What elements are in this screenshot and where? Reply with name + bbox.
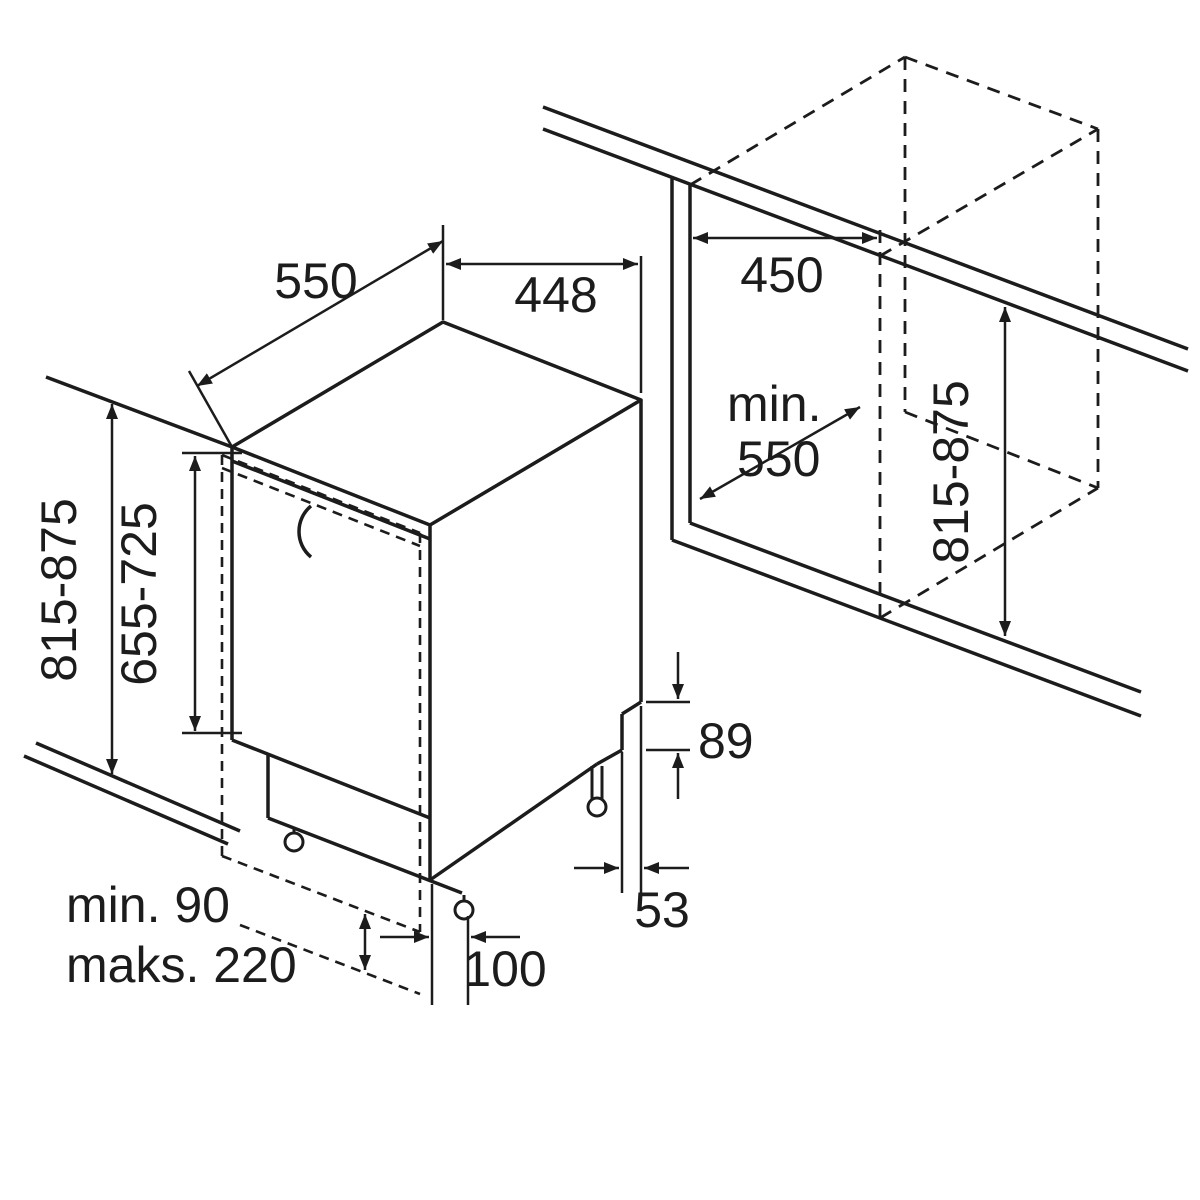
dim-appliance-depth-label: 550 [274, 253, 357, 309]
arrow-appliance-depth [196, 239, 444, 388]
dim-niche-depth-prefix: min. [727, 376, 821, 432]
dimension-annotations: 550 448 450 min. 550 815-875 815-875 655… [31, 225, 1011, 1005]
niche-floor [671, 521, 1142, 718]
countertop-right [542, 105, 1189, 373]
dim-niche-width-label: 450 [740, 247, 823, 303]
dim-plinth-max-label: maks. 220 [66, 937, 297, 993]
countertop-left [45, 375, 233, 449]
dim-rear-offset-label: 89 [698, 713, 754, 769]
floor-left [23, 741, 241, 846]
adjustable-feet [283, 766, 608, 921]
dim-plinth-min-label: min. 90 [66, 877, 230, 933]
dishwasher-outline [230, 320, 643, 895]
dim-niche-height-label: 815-875 [923, 380, 979, 564]
dim-panel-height-label: 655-725 [111, 502, 167, 686]
dim-appliance-width-label: 448 [514, 267, 597, 323]
dim-rear-clearance-label: 53 [634, 882, 690, 938]
door-handle-recess [297, 504, 313, 559]
arrow-niche-depth [699, 405, 861, 501]
door-panel-hidden-edges [220, 453, 422, 996]
niche-side-wall [670, 178, 692, 540]
dim-niche-depth-value: 550 [737, 431, 820, 487]
dim-appliance-height-label: 815-875 [31, 498, 87, 682]
niche-cavity-hidden-edges [689, 55, 1100, 620]
dim-foot-offset-label: 100 [463, 941, 546, 997]
ext-line [187, 370, 234, 448]
